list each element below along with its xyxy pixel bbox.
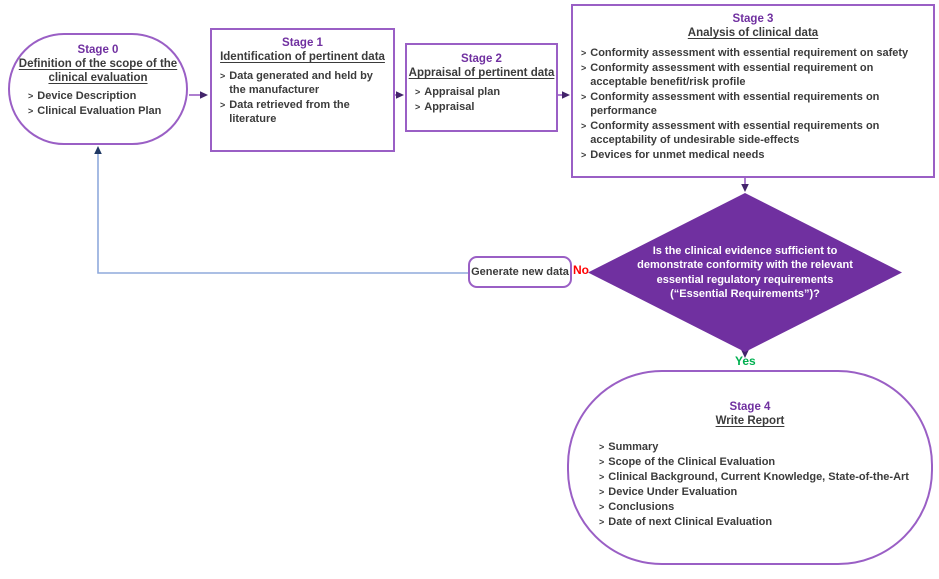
list-item: >Scope of the Clinical Evaluation bbox=[599, 455, 927, 469]
bullet-text: Devices for unmet medical needs bbox=[590, 149, 765, 161]
bullet-text: Data generated and held by the manufactu… bbox=[229, 70, 373, 96]
decision-question: Is the clinical evidence sufficient to d… bbox=[637, 244, 853, 301]
stage0-subtitle: Definition of the scope of the clinical … bbox=[18, 58, 178, 84]
list-item: >Device Description bbox=[28, 89, 182, 103]
bullet-icon: > bbox=[581, 48, 587, 58]
bullet-text: Device Description bbox=[37, 90, 137, 102]
stage0-bullet-list: >Device Description >Clinical Evaluation… bbox=[10, 89, 186, 118]
list-item: >Date of next Clinical Evaluation bbox=[599, 515, 927, 529]
bullet-icon: > bbox=[581, 63, 587, 73]
bullet-text: Conformity assessment with essential req… bbox=[590, 91, 880, 117]
list-item: >Conformity assessment with essential re… bbox=[581, 90, 929, 118]
list-item: >Device Under Evaluation bbox=[599, 485, 927, 499]
bullet-icon: > bbox=[581, 150, 587, 160]
stage0-title: Stage 0 bbox=[77, 44, 119, 56]
yes-branch-label: Yes bbox=[735, 354, 756, 368]
stage0-node: Stage 0 Definition of the scope of the c… bbox=[8, 33, 188, 145]
bullet-text: Date of next Clinical Evaluation bbox=[608, 516, 773, 528]
arrowhead-right-icon bbox=[396, 91, 404, 99]
bullet-text: Device Under Evaluation bbox=[608, 486, 738, 498]
arrowhead-right-icon bbox=[562, 91, 570, 99]
list-item: >Data generated and held by the manufact… bbox=[220, 69, 389, 97]
list-item: >Clinical Evaluation Plan bbox=[28, 104, 182, 118]
bullet-text: Clinical Background, Current Knowledge, … bbox=[608, 471, 909, 483]
bullet-icon: > bbox=[220, 100, 226, 110]
return-line-generate-to-stage0 bbox=[97, 150, 468, 274]
bullet-text: Conformity assessment with essential req… bbox=[590, 47, 909, 59]
bullet-icon: > bbox=[28, 91, 34, 101]
stage4-title: Stage 4 bbox=[729, 401, 771, 413]
bullet-icon: > bbox=[28, 106, 34, 116]
list-item: >Appraisal bbox=[415, 100, 552, 114]
bullet-text: Conclusions bbox=[608, 501, 675, 513]
stage1-subtitle: Identification of pertinent data bbox=[220, 51, 385, 63]
bullet-icon: > bbox=[599, 487, 605, 497]
stage1-title: Stage 1 bbox=[282, 37, 323, 49]
stage4-node: Stage 4 Write Report >Summary >Scope of … bbox=[567, 370, 933, 565]
bullet-icon: > bbox=[599, 472, 605, 482]
stage3-title: Stage 3 bbox=[732, 13, 774, 25]
list-item: >Conclusions bbox=[599, 500, 927, 514]
bullet-icon: > bbox=[599, 517, 605, 527]
stage2-subtitle: Appraisal of pertinent data bbox=[408, 67, 555, 79]
generate-new-data-node: Generate new data bbox=[468, 256, 572, 288]
bullet-text: Appraisal bbox=[424, 101, 475, 113]
bullet-text: Scope of the Clinical Evaluation bbox=[608, 456, 776, 468]
bullet-text: Summary bbox=[608, 441, 659, 453]
stage3-bullet-list: >Conformity assessment with essential re… bbox=[573, 46, 933, 162]
bullet-icon: > bbox=[415, 102, 421, 112]
bullet-icon: > bbox=[599, 442, 605, 452]
list-item: >Conformity assessment with essential re… bbox=[581, 119, 929, 147]
list-item: >Devices for unmet medical needs bbox=[581, 148, 929, 162]
list-item: >Appraisal plan bbox=[415, 85, 552, 99]
list-item: >Conformity assessment with essential re… bbox=[581, 46, 929, 60]
stage2-node: Stage 2 Appraisal of pertinent data >App… bbox=[405, 43, 558, 132]
arrowhead-down-icon bbox=[741, 184, 749, 192]
stage2-title: Stage 2 bbox=[461, 53, 502, 65]
stage3-node: Stage 3 Analysis of clinical data >Confo… bbox=[571, 4, 935, 178]
bullet-text: Conformity assessment with essential req… bbox=[590, 120, 880, 146]
bullet-icon: > bbox=[220, 71, 226, 81]
stage1-node: Stage 1 Identification of pertinent data… bbox=[210, 28, 395, 152]
bullet-text: Data retrieved from the literature bbox=[229, 99, 350, 125]
list-item: >Data retrieved from the literature bbox=[220, 98, 389, 126]
no-branch-label: No bbox=[573, 263, 589, 277]
bullet-text: Clinical Evaluation Plan bbox=[37, 105, 162, 117]
stage2-bullet-list: >Appraisal plan >Appraisal bbox=[407, 85, 556, 114]
stage1-bullet-list: >Data generated and held by the manufact… bbox=[212, 69, 393, 126]
bullet-icon: > bbox=[599, 457, 605, 467]
stage3-subtitle: Analysis of clinical data bbox=[687, 27, 819, 39]
bullet-text: Conformity assessment with essential req… bbox=[590, 62, 874, 88]
bullet-icon: > bbox=[581, 92, 587, 102]
bullet-icon: > bbox=[599, 502, 605, 512]
stage4-bullet-list: >Summary >Scope of the Clinical Evaluati… bbox=[569, 440, 931, 529]
list-item: >Clinical Background, Current Knowledge,… bbox=[599, 470, 927, 484]
arrowhead-right-icon bbox=[200, 91, 208, 99]
arrowhead-up-icon bbox=[94, 146, 102, 154]
list-item: >Summary bbox=[599, 440, 927, 454]
list-item: >Conformity assessment with essential re… bbox=[581, 61, 929, 89]
stage4-subtitle: Write Report bbox=[715, 415, 785, 427]
bullet-icon: > bbox=[415, 87, 421, 97]
arrowhead-down-icon bbox=[741, 350, 749, 358]
bullet-text: Appraisal plan bbox=[424, 86, 501, 98]
generate-new-data-label: Generate new data bbox=[471, 266, 569, 278]
bullet-icon: > bbox=[581, 121, 587, 131]
